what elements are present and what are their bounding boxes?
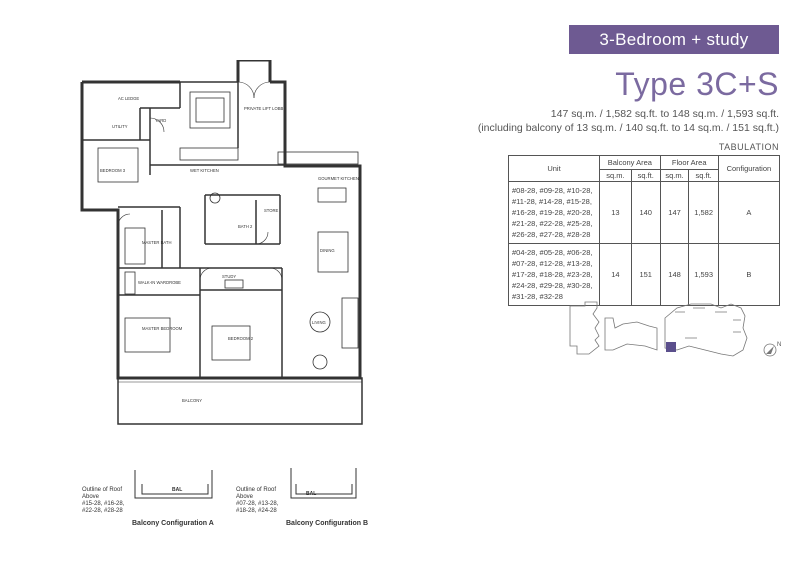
col-configuration: Configuration [717, 155, 781, 182]
balcony-area-text: (including balcony of 13 sq.m. / 140 sq.… [477, 122, 779, 134]
table-subheader-row: sq.m. sq.ft. sq.m. sq.ft. [509, 169, 780, 182]
col-floor-sqm: sq.m. [659, 169, 690, 182]
compass-icon [763, 343, 777, 357]
balcony-b-outline-note: Outline of Roof Above [236, 487, 277, 500]
furniture [97, 147, 359, 370]
outer-walls [80, 60, 362, 380]
balcony-a-outline-note: Outline of Roof Above [82, 487, 123, 500]
balcony-sqft-cell: 151 [630, 243, 661, 306]
compass-north-label: N [777, 342, 781, 348]
configuration-cell: A [717, 181, 781, 244]
unit-list: #04-28, #05-28, #06-28, #07-28, #12-28, … [508, 243, 600, 306]
study-label: STUDY [222, 274, 236, 279]
unit-location-marker [666, 342, 676, 352]
yard-label: YARD [155, 118, 166, 123]
table-row: #04-28, #05-28, #06-28, #07-28, #12-28, … [508, 243, 781, 306]
balcony-a-bal-label: BAL [172, 487, 183, 493]
balcony-label: BALCONY [182, 398, 202, 403]
floor-sqft-cell: 1,582 [688, 181, 719, 244]
balcony-sqm-cell: 14 [599, 243, 632, 306]
table-row: #08-28, #09-28, #10-28, #11-28, #14-28, … [508, 181, 781, 244]
dining-label: DINING [320, 248, 335, 253]
balcony-sqft-cell: 140 [630, 181, 661, 244]
col-balcony-sqft: sq.ft. [630, 169, 661, 182]
tabulation-label: TABULATION [718, 142, 779, 152]
floor-sqm-cell: 148 [659, 243, 690, 306]
col-unit: Unit [508, 155, 600, 182]
inner-walls [82, 81, 285, 378]
bedroom2-label: BEDROOM 2 [228, 336, 254, 341]
table-header-row: Unit Balcony Area Floor Area Configurati… [508, 155, 781, 182]
area-range-text: 147 sq.m. / 1,582 sq.ft. to 148 sq.m. / … [550, 108, 779, 120]
unit-type-badge: 3-Bedroom + study [569, 25, 779, 54]
balcony-sqm-cell: 13 [599, 181, 632, 244]
balcony-config-b-diagram [290, 468, 357, 499]
balcony-b-floors: #07-28, #13-28, #18-28, #24-28 [236, 501, 279, 514]
floor-sqft-cell: 1,593 [688, 243, 719, 306]
floor-plan: AC LEDGE YARD UTILITY PRIVATE LIFT LOBBY… [80, 60, 363, 425]
col-balcony-area: Balcony Area [599, 155, 661, 170]
store-label: STORE [264, 208, 279, 213]
balcony-a-floors: #15-28, #16-28, #22-28, #28-28 [82, 501, 125, 514]
configuration-cell: B [717, 243, 781, 306]
balcony-area [117, 377, 363, 425]
kitchen-counters [179, 91, 359, 203]
master-bath-label: MASTER BATH [142, 240, 171, 245]
balcony-b-bal-label: BAL [306, 491, 317, 497]
key-plan: N [569, 301, 781, 357]
wet-kitchen-label: WET KITCHEN [190, 168, 219, 173]
master-bedroom-label: MASTER BEDROOM [142, 326, 183, 331]
ac-ledge-label: AC LEDGE [118, 96, 139, 101]
type-title: Type 3C+S [615, 66, 779, 102]
balcony-config-a-caption: Balcony Configuration A [132, 520, 214, 527]
door-swings [117, 81, 283, 281]
col-balcony-sqm: sq.m. [599, 169, 632, 182]
col-floor-sqft: sq.ft. [688, 169, 719, 182]
gourmet-kitchen-label: GOURMET KITCHEN [318, 176, 359, 181]
balcony-config-b-caption: Balcony Configuration B [286, 520, 369, 527]
floor-sqm-cell: 147 [659, 181, 690, 244]
unit-tabulation-table: Unit Balcony Area Floor Area Configurati… [508, 155, 781, 306]
living-label: LIVING [312, 320, 326, 325]
unit-list: #08-28, #09-28, #10-28, #11-28, #14-28, … [508, 181, 600, 244]
private-lift-lobby-label: PRIVATE LIFT LOBBY [244, 106, 286, 111]
utility-label: UTILITY [112, 124, 128, 129]
bedroom3-label: BEDROOM 3 [100, 168, 126, 173]
bath2-label: BATH 2 [238, 224, 253, 229]
balcony-config-a-diagram [134, 470, 213, 499]
walkin-wardrobe-label: WALK-IN WARDROBE [138, 280, 181, 285]
col-floor-area: Floor Area [659, 155, 719, 170]
